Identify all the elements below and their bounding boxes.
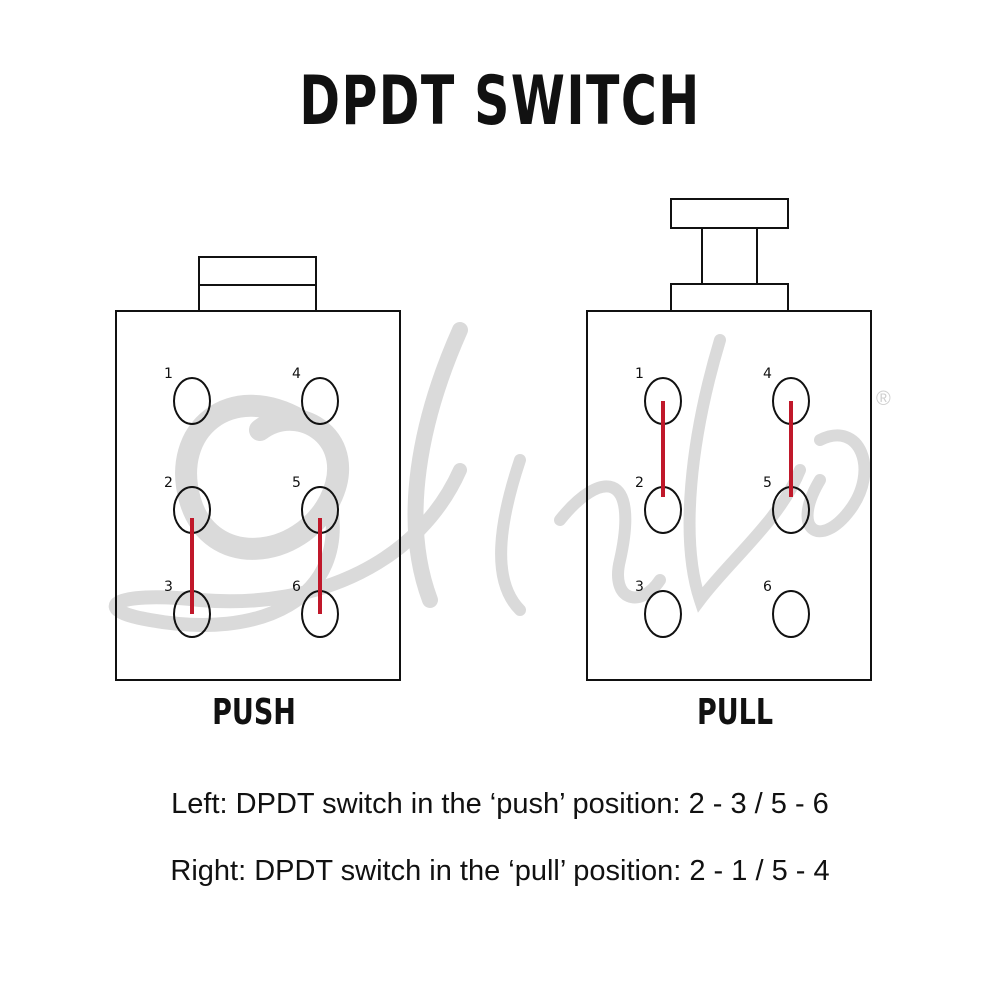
pin-label: 1: [164, 366, 173, 382]
registered-mark: ®: [876, 388, 891, 410]
caption-left: Left: DPDT switch in the ‘push’ position…: [171, 788, 829, 820]
pin-label: 3: [164, 579, 173, 595]
pin-label: 1: [635, 366, 644, 382]
pin-label: 6: [292, 579, 301, 595]
caption-right: Right: DPDT switch in the ‘pull’ positio…: [170, 855, 830, 887]
pin-label: 5: [763, 475, 772, 491]
pin-label: 6: [763, 579, 772, 595]
pin-1: [173, 377, 211, 425]
push-switch: [115, 256, 401, 681]
push-switch-body: [115, 310, 401, 681]
pull-switch-stem: [701, 227, 758, 285]
pin-label: 3: [635, 579, 644, 595]
pin-label: 4: [763, 366, 772, 382]
pin-3: [644, 590, 682, 638]
pin-6: [772, 590, 810, 638]
pin-label: 4: [292, 366, 301, 382]
push-pin-labels: 1 2 3 4 5 6: [164, 366, 301, 595]
pin-label: 5: [292, 475, 301, 491]
pull-pin-labels: 1 2 3 4 5 6: [635, 366, 772, 595]
pull-label: PULL: [696, 692, 774, 733]
pull-switch-base: [670, 283, 789, 312]
pull-switch: [586, 198, 872, 681]
pin-label: 2: [164, 475, 173, 491]
pin-label: 2: [635, 475, 644, 491]
pull-switch-body: [586, 310, 872, 681]
push-label: PUSH: [212, 692, 296, 733]
page-title: DPDT SWITCH: [299, 62, 701, 141]
pull-switch-button-cap: [670, 198, 789, 229]
pin-4: [301, 377, 339, 425]
